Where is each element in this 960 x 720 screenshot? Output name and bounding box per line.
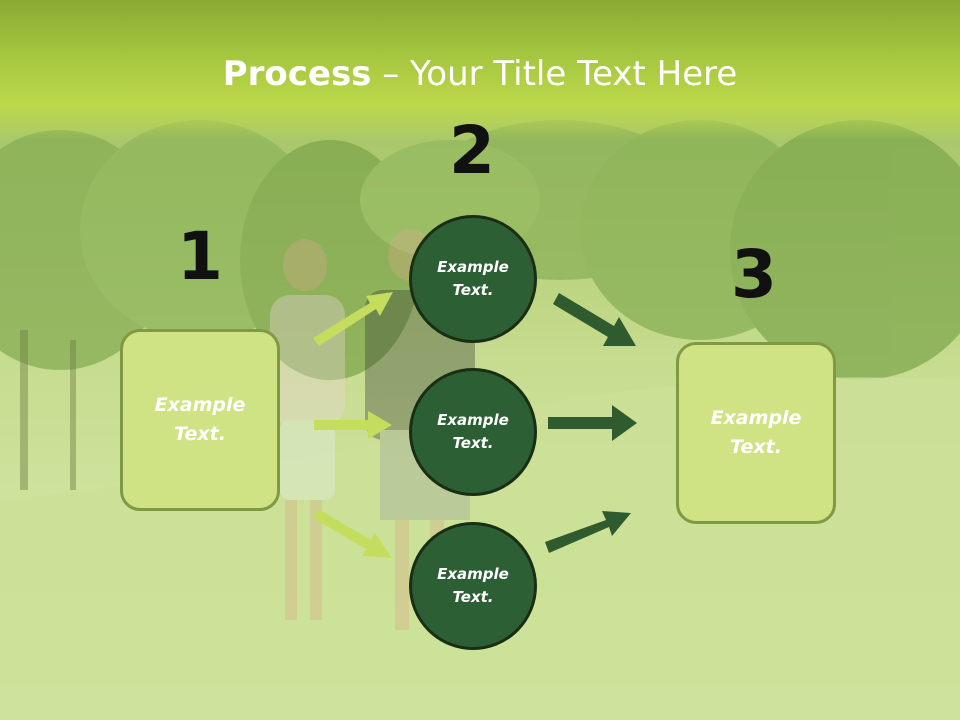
title-bold-text: Process — [222, 54, 372, 94]
title-band — [0, 0, 960, 140]
circle-middle: Example Text. — [409, 368, 537, 496]
arrow-light-up-icon — [313, 292, 393, 346]
circle-top: Example Text. — [409, 215, 537, 343]
step-number-3: 3 — [731, 236, 777, 313]
arrow-light-down-icon — [313, 509, 392, 558]
arrow-light-right-icon — [314, 411, 392, 439]
slide-title: Process – Your Title Text Here — [0, 52, 960, 96]
step-1-box: Example Text. — [120, 329, 280, 511]
circle-bottom-text: Example Text. — [437, 565, 509, 606]
step-3-box-text: Example Text. — [710, 407, 802, 458]
step-1-box-text: Example Text. — [154, 394, 246, 445]
arrow-dark-right-icon — [548, 405, 637, 441]
title-rest-text: – Your Title Text Here — [371, 54, 738, 94]
step-number-1: 1 — [177, 218, 223, 295]
arrow-dark-up-icon — [545, 511, 631, 553]
circle-middle-text: Example Text. — [437, 411, 509, 452]
circle-top-text: Example Text. — [437, 258, 509, 299]
step-number-2: 2 — [449, 112, 495, 189]
step-3-box: Example Text. — [676, 342, 836, 524]
arrow-dark-down-icon — [553, 293, 636, 346]
circle-bottom: Example Text. — [409, 522, 537, 650]
